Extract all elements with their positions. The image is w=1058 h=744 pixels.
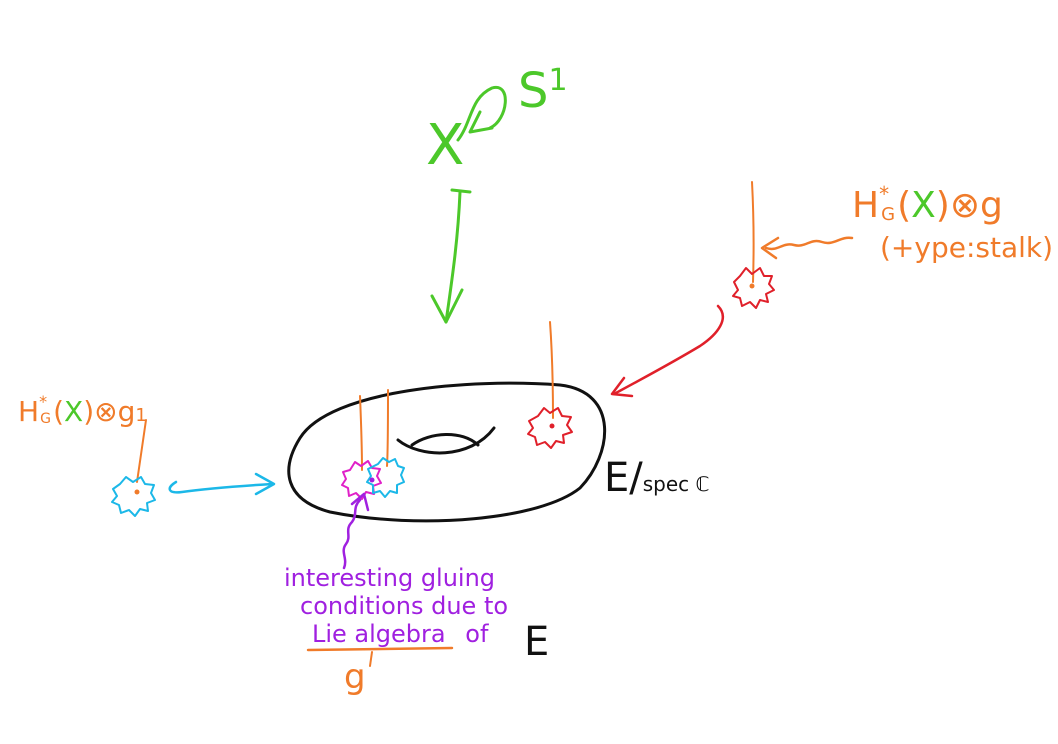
right-open-paren: ( (897, 185, 912, 226)
space-x-label: X (426, 113, 465, 178)
right-cohomology-scripts: *G (879, 184, 897, 225)
stalk-line-torus-cyan (386, 389, 389, 467)
torus-outline (287, 381, 606, 523)
curve-letter: E (604, 455, 630, 501)
left-lie-symbol: g (117, 395, 136, 428)
wavy-arrowhead-right (760, 236, 780, 260)
stalk-point-left (134, 489, 140, 495)
map-down-arrowhead (430, 288, 464, 324)
circle-group-letter: S (518, 63, 549, 119)
purple-wavy-arrow (342, 498, 362, 570)
map-down-shaft (444, 190, 462, 324)
right-close-paren: ) (935, 185, 950, 226)
annotation-line-3: Lie algebra of (312, 622, 488, 646)
stalk-line-left (136, 419, 147, 483)
stalk-point-torus-red (549, 423, 555, 429)
right-cohomology-H: H (852, 185, 880, 226)
red-arrow (612, 304, 725, 396)
annotation-line-1: interesting gluing (284, 564, 496, 592)
stalk-line-torus-magenta (359, 395, 363, 471)
left-cohomology-H: H (18, 395, 40, 428)
wavy-arrow-right (764, 236, 854, 251)
curve-label: E/spec ℂ (604, 458, 710, 498)
right-lie-symbol: g (980, 185, 1003, 226)
circle-group-superscript: 1 (548, 63, 568, 98)
right-variable-x: X (911, 185, 936, 226)
right-tensor-symbol: ⊗ (949, 185, 981, 226)
right-cohomology-superscript: * (879, 182, 890, 206)
annotation-curve-letter: E (524, 619, 550, 665)
lie-algebra-underline (306, 646, 454, 652)
stalk-blob-torus-red (527, 407, 573, 449)
curve-base: spec ℂ (642, 472, 710, 496)
curve-slash: / (629, 455, 643, 501)
left-lie-index: 1 (135, 405, 147, 426)
stalk-line-torus-red (549, 321, 554, 419)
left-cohomology-label: H*G(X)⊗g1 (18, 394, 147, 428)
annotation-of: of (465, 620, 489, 648)
cyan-arrow (168, 480, 274, 494)
left-tensor-symbol: ⊗ (94, 395, 118, 428)
right-cohomology-label: H*G(X)⊗g (852, 184, 1003, 226)
right-cohomology-subscript: G (881, 204, 896, 225)
left-cohomology-subscript: G (40, 411, 51, 427)
stalk-point-torus-glued (369, 477, 375, 483)
torus-hole-upper (410, 433, 480, 447)
stalk-point-right (749, 283, 755, 289)
left-variable-x: X (64, 395, 84, 428)
stalk-blob-right (732, 267, 775, 309)
stalk-line-right (751, 181, 755, 283)
circle-group-label: S1 (518, 63, 568, 116)
circle-action-arrow (456, 86, 507, 142)
left-cohomology-superscript: * (39, 392, 48, 411)
annotation-lie-symbol: g (344, 657, 366, 697)
stalk-blob-torus-cyan (366, 457, 405, 498)
left-cohomology-scripts: *G (39, 394, 53, 427)
circle-action-arrowhead (468, 110, 494, 134)
stalk-blob-torus-magenta (341, 460, 382, 500)
purple-arrowhead (350, 492, 370, 512)
annotation-lie-algebra: Lie algebra (312, 620, 446, 648)
left-open-paren: ( (53, 395, 64, 428)
stalk-blob-left (111, 476, 156, 517)
right-caption: (+ype:stalk) (880, 231, 1054, 264)
red-arrowhead (610, 376, 634, 398)
lie-algebra-underline-tick (369, 651, 373, 667)
torus-hole-lower (396, 426, 496, 455)
left-close-paren: ) (83, 395, 95, 428)
annotation-line-2: conditions due to (300, 592, 509, 620)
cyan-arrowhead (254, 472, 276, 496)
